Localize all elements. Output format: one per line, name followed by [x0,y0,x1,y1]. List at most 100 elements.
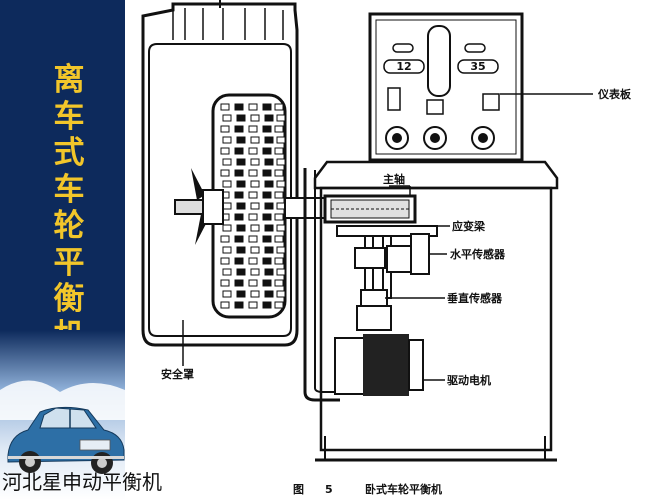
tread-block [220,103,230,111]
tread-block [250,180,260,188]
tread-block [276,114,286,122]
tread-block [262,301,272,309]
tread-block [250,246,260,254]
tread-block [236,136,246,144]
footer-text: 河北星申动平衡机 [2,470,162,494]
tread-block [264,246,274,254]
tread-block [276,290,286,298]
tread-block [236,246,246,254]
tread-block [236,158,246,166]
tread-block [220,279,230,287]
tread-block [234,257,244,265]
tread-block [248,279,258,287]
tread-block [262,213,272,221]
tread-block [264,114,274,122]
instrument-panel: 12 35 [368,12,524,162]
tread-block [250,202,260,210]
tread-block [234,279,244,287]
title-char: 平 [53,244,85,281]
tread-block [262,103,272,111]
tread-block [274,301,284,309]
tread-block [234,301,244,309]
tread-block [234,235,244,243]
tread-block [274,125,284,133]
tread-block [250,290,260,298]
tread-block [262,169,272,177]
tread-block [248,257,258,265]
tread-block [248,103,258,111]
tread-block [234,147,244,155]
tread-block [222,180,232,188]
label-instrument-panel: 仪表板 [597,87,632,101]
drive-belt [303,168,340,402]
tread-block [262,257,272,265]
tread-block [220,301,230,309]
label-safety-cover: 安全罩 [161,367,194,381]
tread-block [264,290,274,298]
tread-block [276,158,286,166]
tread-block [220,257,230,265]
tread-block [276,136,286,144]
label-horizontal-sensor: 水平传感器 [450,247,506,261]
tread-block [276,268,286,276]
title-char: 轮 [53,208,85,244]
tread-block [222,202,232,210]
tread-block [276,202,286,210]
tread-block [264,224,274,232]
tread-block [264,136,274,144]
tread-block [248,235,258,243]
caption-title: 卧式车轮平衡机 [365,482,442,496]
tread-block [250,224,260,232]
tread-block [234,125,244,133]
tread-block [250,158,260,166]
tread-block [236,224,246,232]
tread-block [262,279,272,287]
title-char: 车 [53,171,85,208]
tread-block [274,235,284,243]
tread-block [276,224,286,232]
tread-block [274,103,284,111]
sidebar: 离 车 式 车 轮 平 衡 机 [0,0,125,500]
tread-block [220,169,230,177]
tread-block [234,191,244,199]
tread-block [222,136,232,144]
title-char: 车 [53,98,85,135]
title-char: 离 [53,62,85,98]
tread-block [222,158,232,166]
tread-block [248,301,258,309]
tread-block [264,180,274,188]
tread-block [222,224,232,232]
tread-block [274,279,284,287]
display-right: 35 [470,60,485,73]
tread-block [236,290,246,298]
display-left: 12 [396,60,411,73]
tread-block [250,114,260,122]
tread-block [236,268,246,276]
tread-block [236,180,246,188]
caption-figure: 图 [293,483,304,496]
tread-block [250,136,260,144]
tread-block [262,147,272,155]
label-vertical-sensor: 垂直传感器 [447,291,503,305]
tread-block [234,213,244,221]
wheel-balancer-diagram: 12 35 [141,0,632,496]
tread-block [262,235,272,243]
tread-block [276,180,286,188]
tread-block [274,213,284,221]
vertical-sensor [356,289,392,331]
car-photo [0,330,125,500]
tread-block [248,191,258,199]
tread-block [264,268,274,276]
tread-block [236,114,246,122]
tread-block [222,246,232,254]
caption-number: 5 [325,483,333,496]
tread-block [274,169,284,177]
sidebar-title: 离 车 式 车 轮 平 衡 机 [45,62,93,354]
drive-motor [334,334,424,396]
machine-cabinet [313,160,559,462]
tread-block [274,147,284,155]
horizontal-sensor [354,233,430,275]
tread-block [222,114,232,122]
title-char: 式 [53,135,85,171]
label-main-shaft: 主轴 [383,172,405,186]
